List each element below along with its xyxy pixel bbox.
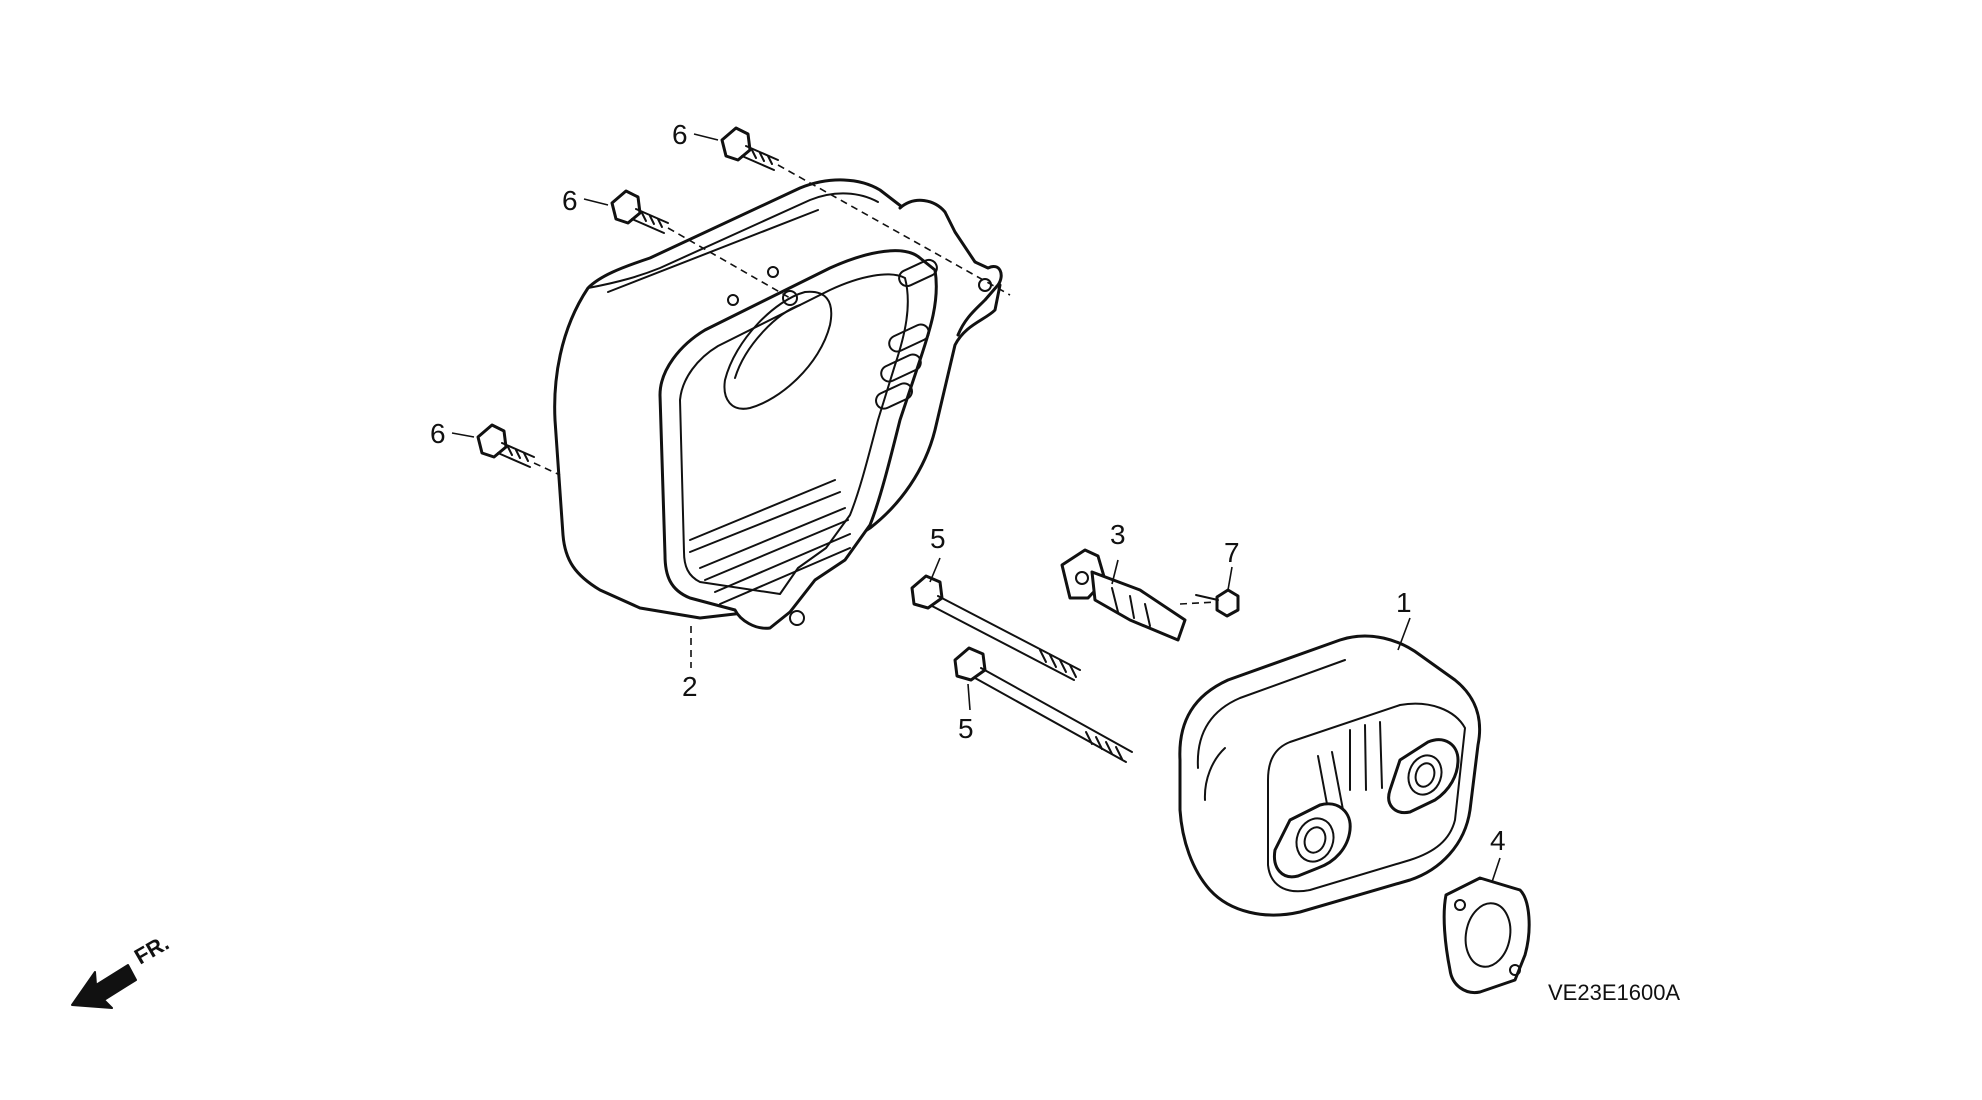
- callout-part-7: 7: [1224, 537, 1240, 568]
- stud-bolt-part-5-upper: [910, 574, 1081, 681]
- callout-part-4: 4: [1490, 825, 1506, 856]
- callout-part-6-top: 6: [672, 119, 688, 150]
- muffler-protector-part-2: [553, 178, 1003, 630]
- callout-part-3: 3: [1110, 519, 1126, 550]
- screw-part-7: [1195, 588, 1240, 618]
- callout-part-5-upper: 5: [930, 523, 946, 554]
- callout-part-2: 2: [682, 671, 698, 702]
- front-direction-label: FR.: [130, 930, 173, 969]
- stud-bolt-part-5-lower: [953, 646, 1133, 763]
- leader-lines: [451, 133, 1501, 883]
- vent-slots: [875, 258, 938, 410]
- exhaust-deflector-part-3: [1060, 548, 1187, 642]
- bottom-grille: [689, 479, 851, 605]
- muffler-part-1: [1178, 634, 1482, 917]
- diagram-code: VE23E1600A: [1548, 980, 1680, 1005]
- callout-part-6-left: 6: [430, 418, 446, 449]
- gasket-part-4: [1442, 876, 1531, 995]
- callout-part-6-middle: 6: [562, 185, 578, 216]
- flange-bolt-part-6-middle: [610, 189, 669, 234]
- callout-part-1: 1: [1396, 587, 1412, 618]
- front-direction-arrow-icon: [71, 964, 137, 1009]
- callout-part-5-lower: 5: [958, 713, 974, 744]
- flange-bolt-part-6-top: [720, 126, 779, 171]
- flange-bolt-part-6-left: [476, 423, 535, 468]
